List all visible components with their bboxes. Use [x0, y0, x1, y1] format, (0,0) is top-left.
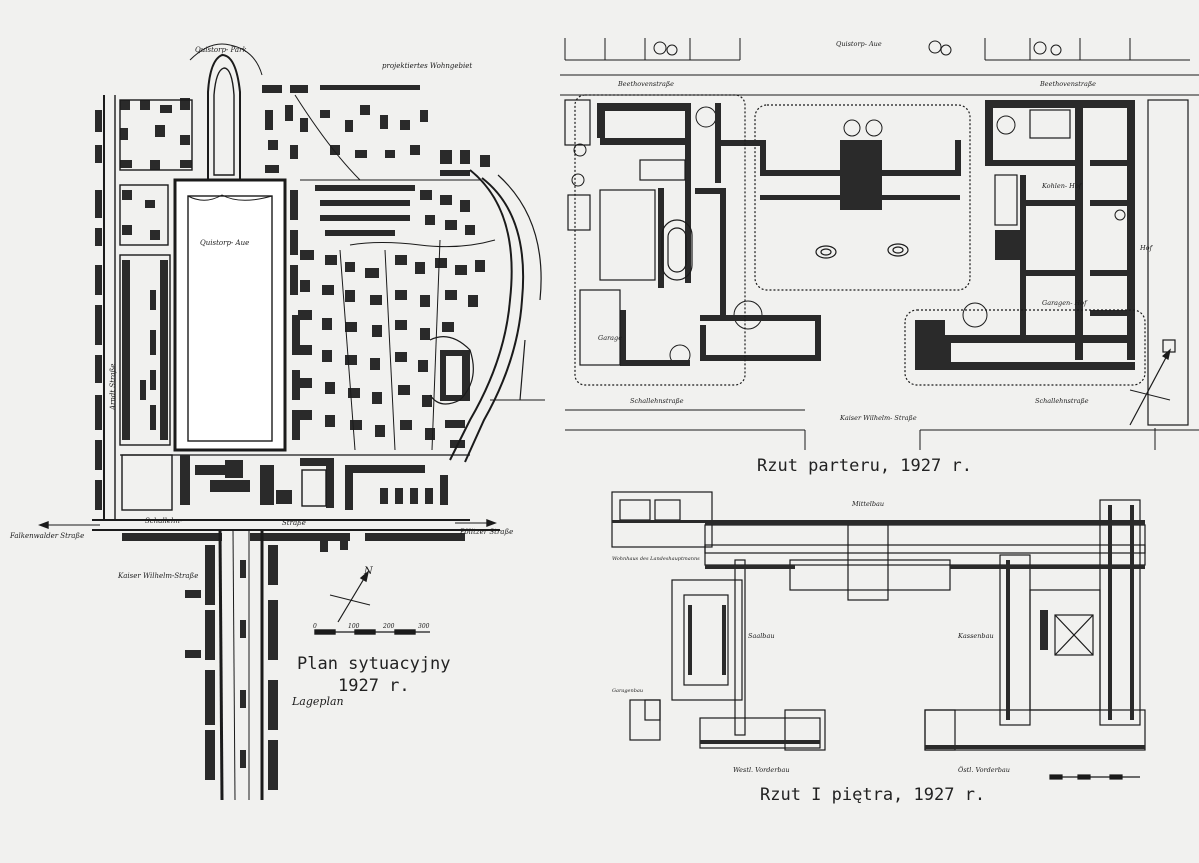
label-arndt: Arndt Straße — [109, 364, 117, 411]
scale-100: 100 — [348, 623, 360, 630]
caption-ground-floor: Rzut parteru, 1927 r. — [757, 456, 972, 476]
label-ff-wohnhaus: Wohnhaus des Landeshauptmanns — [612, 556, 700, 562]
caption-site-plan-line1: Plan sytuacyjny — [297, 654, 451, 674]
residential-area — [262, 85, 490, 448]
label-ff-mittelbau: Mittelbau — [851, 500, 884, 508]
label-lageplan: Lageplan — [291, 695, 344, 708]
label-gf-beethoven-left: Beethovenstraße — [617, 80, 674, 88]
label-ff-westl: Westl. Vorderbau — [733, 766, 790, 774]
label-gf-schallehn-left: Schallehnstraße — [630, 397, 684, 405]
label-gf-quistorp-aue: Quistorp- Aue — [836, 40, 882, 48]
label-gf-beethoven-right: Beethovenstraße — [1039, 80, 1096, 88]
label-gf-schallehn-right: Schallehnstraße — [1035, 397, 1089, 405]
left-blocks — [95, 98, 192, 510]
label-projekt: projektiertes Wohngebiet — [382, 62, 472, 70]
label-ff-oestl: Östl. Vorderbau — [958, 765, 1010, 774]
ground-floor-plan — [560, 38, 1199, 450]
label-gf-kaiser-wilhelm: Kaiser Wilhelm- Straße — [839, 414, 917, 422]
first-floor-plan — [611, 491, 1146, 780]
scale-0: 0 — [313, 623, 317, 630]
label-gf-garage: Garage — [598, 334, 622, 342]
label-kaiser-wilhelm: Kaiser Wilhelm-Straße — [117, 572, 198, 580]
caption-site-plan-line2: 1927 r. — [338, 676, 410, 696]
label-falkenwalder: Falkenwalder Straße — [9, 532, 84, 540]
label-ff-garagenbau: Garagenbau — [612, 688, 643, 694]
caption-first-floor: Rzut I piętra, 1927 r. — [760, 785, 986, 805]
scale-300: 300 — [418, 623, 430, 630]
site-plan — [38, 43, 545, 801]
label-ff-kassenbau: Kassenbau — [957, 632, 994, 640]
label-gf-hof: Hof — [1139, 244, 1154, 252]
scale-200: 200 — [382, 623, 395, 630]
label-ff-saalbau: Saalbau — [748, 632, 775, 640]
